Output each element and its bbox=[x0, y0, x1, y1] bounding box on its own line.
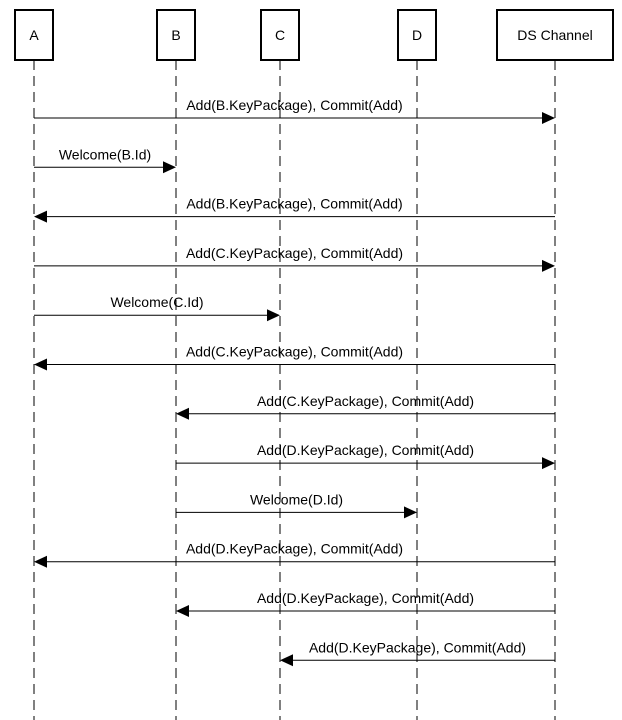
arrowhead-icon bbox=[34, 210, 47, 223]
message: Welcome(B.Id) bbox=[34, 146, 176, 174]
participant-c: C bbox=[260, 9, 300, 61]
messages: Add(B.KeyPackage), Commit(Add) Welcome(B.… bbox=[34, 97, 555, 667]
message-label: Add(C.KeyPackage), Commit(Add) bbox=[186, 344, 403, 360]
participant-label: DS Channel bbox=[517, 27, 593, 43]
message: Add(D.KeyPackage), Commit(Add) bbox=[280, 639, 555, 667]
message-label: Welcome(D.Id) bbox=[250, 491, 343, 507]
arrowhead-icon bbox=[542, 457, 555, 470]
participant-box bbox=[14, 9, 54, 61]
message-label: Add(B.KeyPackage), Commit(Add) bbox=[186, 196, 402, 212]
message-label: Welcome(B.Id) bbox=[59, 146, 151, 162]
lifelines bbox=[33, 60, 556, 720]
arrowhead-icon bbox=[280, 654, 293, 667]
participant-ds: DS Channel bbox=[496, 9, 614, 61]
participants: A B C D DS Channel bbox=[14, 9, 614, 61]
participant-label: D bbox=[412, 27, 422, 43]
arrowhead-icon bbox=[404, 506, 417, 519]
participant-label: A bbox=[29, 27, 39, 43]
message: Add(C.KeyPackage), Commit(Add) bbox=[34, 344, 555, 371]
participant-box bbox=[156, 9, 196, 61]
participant-b: B bbox=[156, 9, 196, 61]
participant-label: C bbox=[275, 27, 285, 43]
message-label: Add(C.KeyPackage), Commit(Add) bbox=[186, 245, 403, 261]
arrowhead-icon bbox=[176, 605, 189, 617]
participant-d: D bbox=[397, 9, 437, 61]
arrowhead-icon bbox=[267, 309, 280, 322]
arrowhead-icon bbox=[34, 555, 47, 568]
participant-box bbox=[397, 9, 437, 61]
message: Welcome(D.Id) bbox=[176, 491, 417, 519]
message-label: Welcome(C.Id) bbox=[110, 294, 203, 310]
arrowhead-icon bbox=[163, 161, 176, 174]
message-label: Add(D.KeyPackage), Commit(Add) bbox=[309, 639, 526, 655]
message: Add(B.KeyPackage), Commit(Add) bbox=[34, 196, 555, 223]
message: Welcome(C.Id) bbox=[34, 294, 280, 322]
message-label: Add(D.KeyPackage), Commit(Add) bbox=[257, 442, 474, 458]
arrowhead-icon bbox=[542, 112, 555, 124]
participant-label: B bbox=[171, 27, 180, 43]
arrowhead-icon bbox=[176, 407, 189, 420]
message-label: Add(B.KeyPackage), Commit(Add) bbox=[186, 97, 402, 113]
participant-box bbox=[496, 9, 614, 61]
arrowhead-icon bbox=[542, 259, 555, 272]
message: Add(D.KeyPackage), Commit(Add) bbox=[176, 590, 555, 617]
message: Add(C.KeyPackage), Commit(Add) bbox=[176, 393, 555, 420]
message-label: Add(C.KeyPackage), Commit(Add) bbox=[257, 393, 474, 409]
message-label: Add(D.KeyPackage), Commit(Add) bbox=[257, 590, 474, 606]
participant-box bbox=[260, 9, 300, 61]
participant-a: A bbox=[14, 9, 54, 61]
arrowhead-icon bbox=[34, 358, 47, 371]
message: Add(D.KeyPackage), Commit(Add) bbox=[34, 541, 555, 568]
message: Add(B.KeyPackage), Commit(Add) bbox=[34, 97, 555, 124]
message: Add(D.KeyPackage), Commit(Add) bbox=[176, 442, 555, 470]
message: Add(C.KeyPackage), Commit(Add) bbox=[34, 245, 555, 272]
message-label: Add(D.KeyPackage), Commit(Add) bbox=[186, 541, 403, 557]
